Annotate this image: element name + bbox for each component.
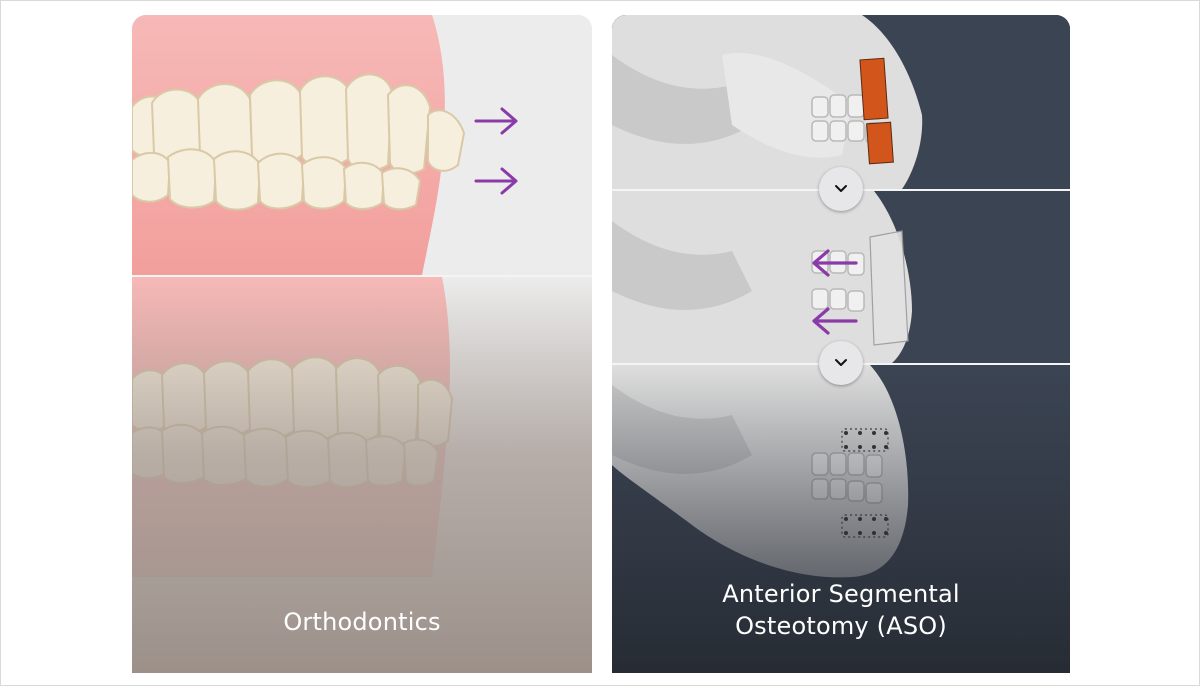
arrow-left-icon bbox=[812, 249, 858, 277]
aso-step-3-illustration bbox=[612, 365, 1070, 673]
chevron-down-icon bbox=[835, 359, 847, 366]
card-title-orthodontics: Orthodontics bbox=[283, 608, 441, 636]
arrow-right-icon bbox=[474, 107, 518, 135]
card-title-aso: Anterior Segmental Osteotomy (ASO) bbox=[612, 578, 1070, 642]
skull-osteotomy-cut-image bbox=[612, 15, 1070, 189]
step-indicator-1 bbox=[819, 167, 863, 211]
step-indicator-2 bbox=[819, 341, 863, 385]
chevron-down-icon bbox=[835, 185, 847, 192]
orthodontics-after-illustration bbox=[132, 277, 592, 673]
arrow-right-icon bbox=[474, 167, 518, 195]
teeth-before-image bbox=[132, 15, 592, 275]
aso-step-2-illustration bbox=[612, 191, 1070, 363]
aso-card[interactable]: Anterior Segmental Osteotomy (ASO) bbox=[612, 15, 1070, 673]
panel-divider bbox=[132, 275, 592, 277]
arrow-left-icon bbox=[812, 307, 858, 335]
skull-segment-retraction-image bbox=[612, 191, 1070, 363]
aso-step-1-illustration bbox=[612, 15, 1070, 189]
skull-fixation-plates-image bbox=[612, 365, 1070, 673]
teeth-after-image bbox=[132, 277, 592, 673]
card-title-aso-line-2: Osteotomy (ASO) bbox=[735, 612, 947, 640]
orthodontics-before-illustration bbox=[132, 15, 592, 275]
orthodontics-card[interactable]: Orthodontics bbox=[132, 15, 592, 673]
card-title-aso-line-1: Anterior Segmental bbox=[722, 580, 960, 608]
